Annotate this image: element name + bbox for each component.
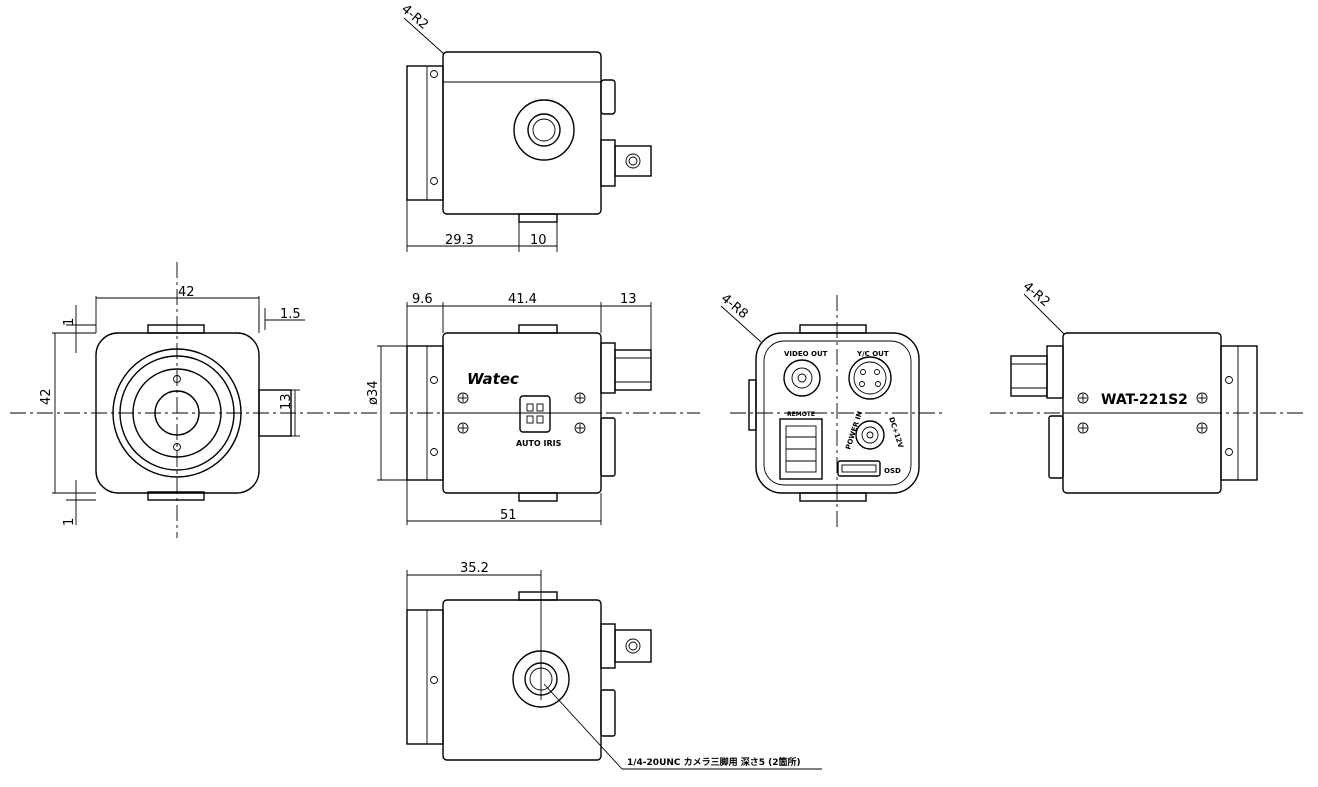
dim-front-height: 42 bbox=[39, 388, 54, 405]
dim-bottom-mount-offset: 35.2 bbox=[460, 561, 489, 576]
dim-front-connector: 13 bbox=[279, 393, 294, 410]
dim-side-middle: 41.4 bbox=[508, 292, 537, 307]
dim-top-length-b: 10 bbox=[530, 233, 547, 248]
dim-side-right: 13 bbox=[620, 292, 637, 307]
power-in-label: POWER IN bbox=[844, 410, 864, 451]
dim-other-side-radius: 4-R2 bbox=[1020, 279, 1053, 310]
dim-front-margin-bottom: 1 bbox=[62, 518, 77, 526]
dim-side-lens-diameter: ø34 bbox=[366, 381, 381, 406]
tripod-mount-note: 1/4-20UNC カメラ三脚用 深さ5 (2箇所) bbox=[627, 756, 801, 768]
other-side-view: WAT-221S2 4-R2 bbox=[990, 279, 1305, 494]
dc-voltage-label: DC+12V bbox=[887, 416, 905, 449]
dim-side-left: 9.6 bbox=[412, 292, 433, 307]
front-view: 42 42 1 1 1.5 13 bbox=[10, 262, 380, 538]
model-label: WAT-221S2 bbox=[1101, 392, 1188, 408]
dim-side-total: 51 bbox=[500, 508, 517, 523]
auto-iris-label: AUTO IRIS bbox=[516, 439, 562, 448]
remote-label: REMOTE bbox=[787, 411, 815, 418]
yc-out-label: Y/C OUT bbox=[856, 350, 889, 358]
dim-front-protrusion: 1.5 bbox=[280, 307, 301, 322]
side-view: Watec AUTO IRIS 9.6 41.4 13 ø34 51 bbox=[366, 292, 700, 525]
dim-front-margin-top: 1 bbox=[62, 318, 77, 326]
brand-logo: Watec bbox=[467, 370, 519, 388]
bottom-view: 35.2 1/4-20UNC カメラ三脚用 深さ5 (2箇所) bbox=[406, 561, 822, 770]
video-out-label: VIDEO OUT bbox=[784, 350, 828, 358]
rear-view: VIDEO OUT Y/C OUT REMOTE POWER IN DC+12V… bbox=[718, 291, 945, 530]
dim-top-length-a: 29.3 bbox=[445, 233, 474, 248]
top-view: 29.3 10 4-R2 bbox=[398, 2, 652, 252]
dim-front-width: 42 bbox=[178, 285, 195, 300]
osd-label: OSD bbox=[884, 467, 901, 475]
